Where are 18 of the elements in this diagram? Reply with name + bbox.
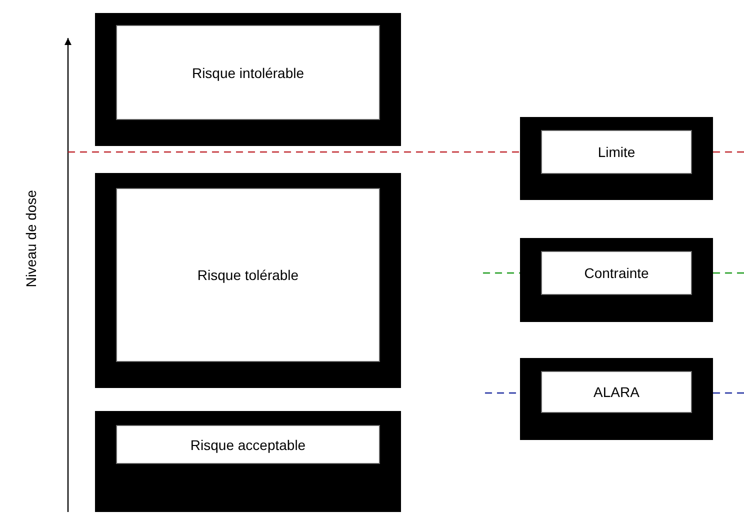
risk-frame [95,173,401,388]
risk-frame [95,13,401,146]
level-label: Risque acceptable [116,425,380,464]
level-label: ALARA [541,371,692,413]
risk-frame [520,358,713,440]
threshold-line [713,392,744,394]
risk-frame [520,117,713,200]
risk-frame [95,411,401,512]
threshold-line [483,272,520,274]
threshold-line [68,151,520,153]
threshold-line [713,272,744,274]
risk-frame [520,238,713,322]
level-label: Risque tolérable [116,188,380,362]
level-label: Contrainte [541,251,692,295]
threshold-line [713,151,744,153]
level-label: Risque intolérable [116,25,380,120]
axis-label: Niveau de dose [23,190,39,288]
level-label: Limite [541,130,692,174]
